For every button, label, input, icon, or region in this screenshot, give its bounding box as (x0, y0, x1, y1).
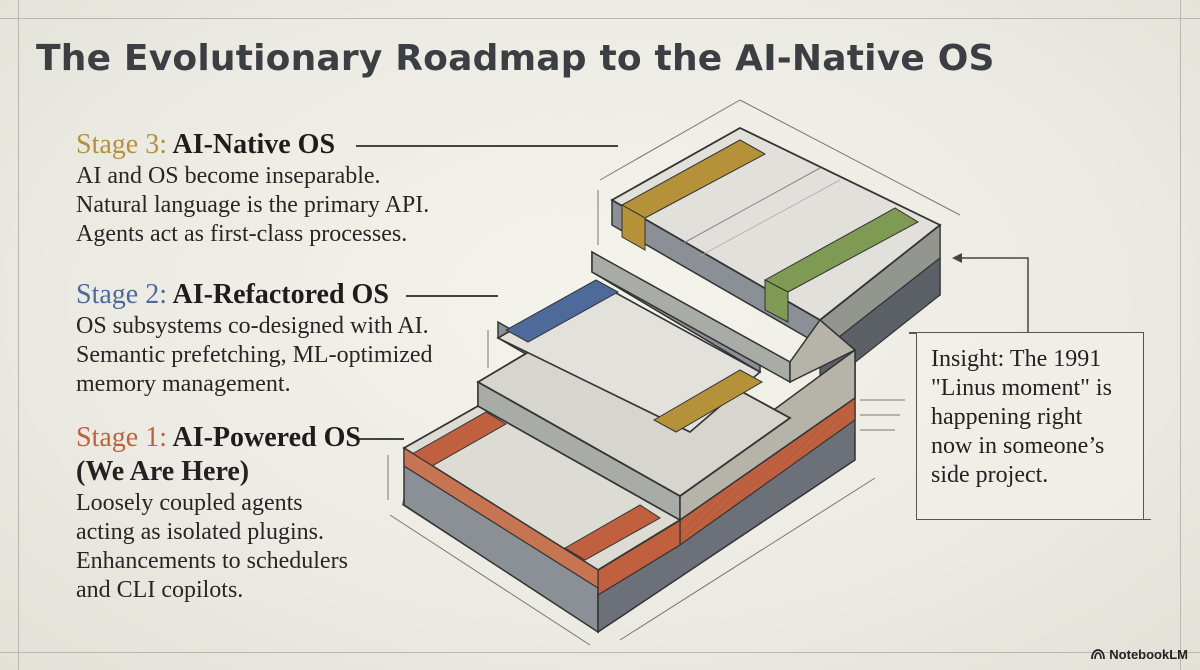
insight-line: side project. (931, 462, 1049, 488)
insight-line: Insight: The 1991 (931, 346, 1102, 372)
stage-2-block: Stage 2: AI-Refactored OS OS subsystems … (76, 278, 433, 399)
stage-2-line: memory management. (76, 371, 291, 397)
frame-line-bottom (0, 652, 1200, 653)
insight-callout: Insight: The 1991 "Linus moment" is happ… (909, 332, 1151, 520)
frame-line-top (0, 18, 1200, 19)
stage-2-number: Stage 2: (76, 279, 167, 310)
stage-1-description: Loosely coupled agents acting as isolate… (76, 489, 361, 605)
stage-1-line: acting as isolated plugins. (76, 519, 324, 545)
step-2 (476, 279, 792, 498)
stage-2-heading: Stage 2: AI-Refactored OS (76, 278, 433, 312)
step-1 (402, 404, 682, 590)
callout-corner-tick (909, 332, 917, 334)
frame-line-left (18, 0, 19, 670)
stage-3-line: AI and OS become inseparable. (76, 163, 381, 189)
page-title: The Evolutionary Roadmap to the AI-Nativ… (36, 38, 995, 79)
stage-3-line: Agents act as first-class processes. (76, 221, 408, 247)
stage-3-number: Stage 3: (76, 129, 167, 160)
stage-1-line: and CLI copilots. (76, 577, 244, 603)
dimension-lines (387, 99, 961, 646)
stage-2-description: OS subsystems co-designed with AI. Seman… (76, 312, 433, 399)
stage-1-line: Loosely coupled agents (76, 490, 303, 516)
stage-1-number: Stage 1: (76, 422, 167, 453)
stage-2-line: OS subsystems co-designed with AI. (76, 313, 429, 339)
stage-2-name: AI-Refactored OS (172, 279, 389, 310)
stage-1-leader-line (358, 438, 404, 440)
notebooklm-logo-icon (1091, 649, 1106, 660)
frame-line-right (1180, 0, 1181, 670)
brand-label: NotebookLM (1109, 647, 1188, 662)
step-3 (610, 126, 942, 323)
insight-line: now in someone’s (931, 433, 1105, 459)
insight-line: happening right (931, 404, 1083, 430)
stage-2-leader-line (406, 295, 498, 297)
callout-corner-tick (1143, 518, 1151, 520)
stage-1-name: AI-Powered OS (172, 422, 361, 453)
insight-text: Insight: The 1991 "Linus moment" is happ… (931, 345, 1112, 490)
stage-1-subtitle: (We Are Here) (76, 456, 250, 487)
stage-1-line: Enhancements to schedulers (76, 548, 348, 574)
stage-3-block: Stage 3: AI-Native OS AI and OS become i… (76, 128, 429, 249)
riser-2 (591, 250, 857, 384)
insight-arrow (952, 253, 1029, 332)
stage-1-block: Stage 1: AI-Powered OS (We Are Here) Loo… (76, 421, 361, 605)
stage-1-heading: Stage 1: AI-Powered OS (76, 421, 361, 455)
notebooklm-watermark: NotebookLM (1091, 647, 1188, 662)
stage-3-name: AI-Native OS (172, 129, 336, 160)
stage-3-heading: Stage 3: AI-Native OS (76, 128, 429, 162)
stage-3-description: AI and OS become inseparable. Natural la… (76, 162, 429, 249)
insight-line: "Linus moment" is (931, 375, 1112, 401)
stage-3-leader-line (356, 145, 618, 147)
stage-3-line: Natural language is the primary API. (76, 192, 430, 218)
stage-2-line: Semantic prefetching, ML-optimized (76, 342, 433, 368)
